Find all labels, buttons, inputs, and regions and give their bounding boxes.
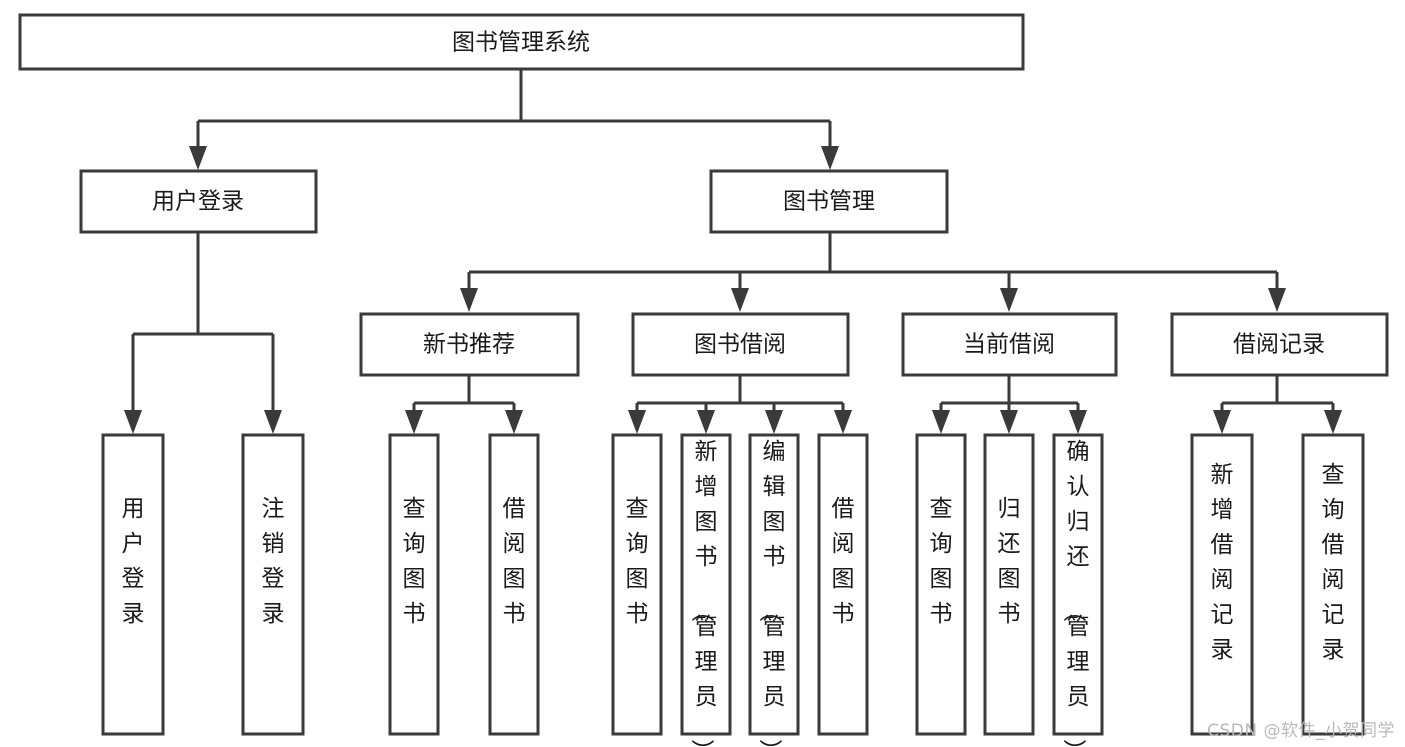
node-root-box[interactable] bbox=[18, 13, 1025, 71]
node-leaf-borrow-book-2-box[interactable] bbox=[817, 433, 869, 736]
node-leaf-query-book-1-box[interactable] bbox=[388, 433, 440, 736]
node-user-login[interactable]: 用户登录 bbox=[79, 169, 318, 234]
arrow-head-leaf-query-book-2 bbox=[628, 410, 646, 434]
node-leaf-query-book-1-label: 查询图书 bbox=[403, 496, 426, 627]
arrow-head-borrow-record bbox=[1268, 288, 1286, 312]
node-leaf-user-logout-box[interactable] bbox=[241, 433, 305, 736]
node-leaf-borrow-book-1[interactable]: 借阅图书 bbox=[488, 433, 540, 736]
node-leaf-borrow-book-1-label: 借阅图书 bbox=[503, 496, 526, 627]
arrow-head-user-login bbox=[189, 146, 207, 170]
node-book-manage-box[interactable] bbox=[709, 169, 949, 234]
node-new-book-recommend-label: 新书推荐 bbox=[423, 332, 515, 358]
node-leaf-add-borrow-record-label: 新增借阅记录 bbox=[1211, 462, 1234, 663]
arrow-head-current-borrow bbox=[1000, 288, 1018, 312]
node-leaf-confirm-return-label: 确认归还（管理员） bbox=[1061, 439, 1090, 747]
node-leaf-user-login-box[interactable] bbox=[101, 433, 165, 736]
node-leaf-query-book-3-box[interactable] bbox=[915, 433, 967, 736]
node-leaf-add-borrow-record[interactable]: 新增借阅记录 bbox=[1190, 433, 1254, 736]
arrow-head-leaf-return-book bbox=[1000, 410, 1018, 434]
node-leaf-user-logout[interactable]: 注销登录 bbox=[241, 433, 305, 736]
node-leaf-return-book[interactable]: 归还图书 bbox=[983, 433, 1035, 736]
arrow-head-new-book-recommend bbox=[460, 288, 478, 312]
node-leaf-borrow-book-2-label: 借阅图书 bbox=[832, 496, 855, 627]
arrow-head-leaf-add-borrow-record bbox=[1213, 410, 1231, 434]
arrow-head-leaf-borrow-book-1 bbox=[505, 410, 523, 434]
node-root-label: 图书管理系统 bbox=[452, 30, 590, 56]
node-leaf-user-logout-label: 注销登录 bbox=[262, 496, 285, 627]
node-user-login-label: 用户登录 bbox=[152, 189, 244, 215]
node-current-borrow-box[interactable] bbox=[901, 312, 1118, 377]
node-leaf-query-book-3[interactable]: 查询图书 bbox=[915, 433, 967, 736]
node-leaf-query-book-1[interactable]: 查询图书 bbox=[388, 433, 440, 736]
arrow-head-book-manage bbox=[821, 146, 839, 170]
connector-layer bbox=[124, 69, 1342, 434]
node-user-login-box[interactable] bbox=[79, 169, 318, 234]
node-current-borrow[interactable]: 当前借阅 bbox=[901, 312, 1118, 377]
node-leaf-query-borrow-record-label: 查询借阅记录 bbox=[1322, 462, 1345, 663]
arrow-head-leaf-user-logout bbox=[264, 410, 282, 434]
node-leaf-add-borrow-record-box[interactable] bbox=[1190, 433, 1254, 736]
arrow-head-leaf-query-book-1 bbox=[405, 410, 423, 434]
arrow-head-leaf-user-login bbox=[124, 410, 142, 434]
node-leaf-add-book[interactable]: 新增图书（管理员） bbox=[680, 433, 732, 747]
node-leaf-confirm-return[interactable]: 确认归还（管理员） bbox=[1052, 433, 1104, 747]
arrow-head-leaf-borrow-book-2 bbox=[834, 410, 852, 434]
node-leaf-return-book-label: 归还图书 bbox=[998, 496, 1021, 627]
node-leaf-borrow-book-1-box[interactable] bbox=[488, 433, 540, 736]
arrow-head-leaf-query-book-3 bbox=[932, 410, 950, 434]
node-new-book-recommend[interactable]: 新书推荐 bbox=[359, 312, 580, 377]
node-leaf-query-book-2[interactable]: 查询图书 bbox=[611, 433, 663, 736]
node-current-borrow-label: 当前借阅 bbox=[963, 332, 1055, 358]
arrow-head-leaf-edit-book bbox=[765, 410, 783, 434]
node-leaf-edit-book[interactable]: 编辑图书（管理员） bbox=[748, 433, 800, 747]
node-leaf-add-book-box[interactable] bbox=[680, 433, 732, 736]
node-leaf-user-login[interactable]: 用户登录 bbox=[101, 433, 165, 736]
node-leaf-edit-book-label: 编辑图书（管理员） bbox=[757, 439, 786, 747]
node-book-borrow[interactable]: 图书借阅 bbox=[631, 312, 850, 377]
arrow-head-leaf-query-borrow-record bbox=[1324, 410, 1342, 434]
node-borrow-record-box[interactable] bbox=[1170, 312, 1389, 377]
arrow-head-book-borrow bbox=[731, 288, 749, 312]
arrow-head-leaf-add-book bbox=[697, 410, 715, 434]
node-leaf-confirm-return-box[interactable] bbox=[1052, 433, 1104, 736]
node-book-manage[interactable]: 图书管理 bbox=[709, 169, 949, 234]
node-book-borrow-label: 图书借阅 bbox=[694, 332, 786, 358]
node-borrow-record[interactable]: 借阅记录 bbox=[1170, 312, 1389, 377]
node-leaf-query-borrow-record-box[interactable] bbox=[1301, 433, 1365, 736]
node-leaf-query-book-2-box[interactable] bbox=[611, 433, 663, 736]
node-leaf-edit-book-box[interactable] bbox=[748, 433, 800, 736]
node-leaf-return-book-box[interactable] bbox=[983, 433, 1035, 736]
node-book-manage-label: 图书管理 bbox=[783, 189, 875, 215]
node-root[interactable]: 图书管理系统 bbox=[18, 13, 1025, 71]
node-borrow-record-label: 借阅记录 bbox=[1233, 332, 1325, 358]
node-book-borrow-box[interactable] bbox=[631, 312, 850, 377]
node-leaf-query-borrow-record[interactable]: 查询借阅记录 bbox=[1301, 433, 1365, 736]
node-leaf-borrow-book-2[interactable]: 借阅图书 bbox=[817, 433, 869, 736]
node-leaf-query-book-3-label: 查询图书 bbox=[930, 496, 953, 627]
node-leaf-user-login-label: 用户登录 bbox=[122, 496, 145, 627]
node-new-book-recommend-box[interactable] bbox=[359, 312, 580, 377]
node-leaf-add-book-label: 新增图书（管理员） bbox=[689, 439, 718, 747]
arrow-head-leaf-confirm-return bbox=[1069, 410, 1087, 434]
node-leaf-query-book-2-label: 查询图书 bbox=[626, 496, 649, 627]
